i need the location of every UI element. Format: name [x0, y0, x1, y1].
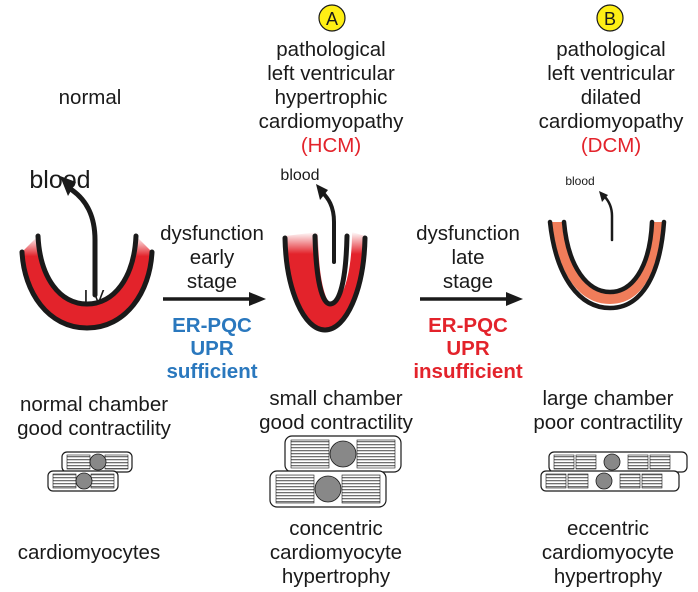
hcm-chamber-text: small chamber good contractility	[244, 387, 428, 435]
late-status-line: ER-PQC	[428, 314, 508, 337]
early-status-line: ER-PQC	[172, 314, 252, 337]
badge-a-label: A	[326, 9, 338, 29]
hcm-chamber-line: small chamber	[269, 387, 403, 410]
badge-b: B	[596, 4, 624, 32]
late-stage-line: late	[451, 246, 485, 269]
dcm-abbreviation: (DCM)	[580, 134, 642, 157]
nucleus-icon	[603, 453, 621, 471]
normal-cardiomyocyte-bottom	[47, 470, 119, 492]
nucleus-icon	[75, 472, 93, 490]
normal-chamber-line: normal chamber	[19, 393, 169, 416]
dcm-title-line: left ventricular	[547, 62, 675, 85]
dcm-cardiomyocyte-top	[548, 451, 688, 473]
hcm-chamber-line: good contractility	[259, 411, 413, 434]
normal-chamber-line: good contractility	[17, 417, 171, 440]
hcm-left-ventricle	[282, 184, 368, 333]
hcm-cardiomyocyte-bottom	[269, 470, 387, 508]
late-status: ER-PQC UPR insufficient	[400, 314, 536, 383]
late-stage-arrow	[420, 292, 523, 306]
hcm-title-line: left ventricular	[267, 62, 395, 85]
normal-cells-label: cardiomyocytes	[17, 541, 161, 564]
dcm-title-line: cardiomyopathy	[538, 110, 684, 133]
early-stage-line: early	[189, 246, 235, 269]
dcm-chamber-line: large chamber	[542, 387, 674, 410]
dcm-title-line: pathological	[556, 38, 666, 61]
late-stage-line: stage	[442, 270, 494, 293]
hcm-title: pathological left ventricular hypertroph…	[236, 38, 426, 158]
normal-cardiomyocyte-top	[61, 451, 133, 473]
dcm-cells-label: eccentric cardiomyocyte hypertrophy	[516, 517, 698, 589]
nucleus-icon	[595, 472, 613, 490]
dcm-blood-arrow	[602, 194, 614, 242]
early-status: ER-PQC UPR sufficient	[148, 314, 276, 383]
hcm-cells-line: concentric	[289, 517, 383, 540]
badge-a: A	[318, 4, 346, 32]
dcm-cells-line: eccentric	[566, 517, 650, 540]
normal-blood-arrow	[69, 187, 98, 298]
hcm-title-line: cardiomyopathy	[258, 110, 404, 133]
nucleus-icon	[314, 475, 342, 503]
late-status-line: insufficient	[413, 360, 523, 383]
dcm-cardiomyocyte-bottom	[540, 470, 680, 492]
early-stage-arrow	[163, 292, 266, 306]
lv-label: LV	[83, 287, 105, 307]
early-status-line: sufficient	[166, 360, 258, 383]
dcm-chamber-line: poor contractility	[533, 411, 683, 434]
hcm-abbreviation: (HCM)	[300, 134, 362, 157]
normal-title: normal	[58, 86, 122, 109]
late-status-line: UPR	[446, 337, 490, 360]
nucleus-icon	[329, 440, 357, 468]
late-stage-line: dysfunction	[416, 222, 520, 245]
dcm-chamber-text: large chamber poor contractility	[516, 387, 698, 435]
badge-b-label: B	[604, 9, 616, 29]
hcm-cardiomyocyte-top	[284, 435, 402, 473]
normal-left-ventricle	[19, 176, 155, 331]
dcm-cells-line: cardiomyocyte	[541, 541, 675, 564]
early-stage-text: dysfunction early stage	[148, 222, 276, 294]
early-stage-line: stage	[186, 270, 238, 293]
dcm-left-ventricle	[547, 191, 667, 311]
normal-blood-label: blood	[29, 166, 91, 194]
hcm-cells-line: hypertrophy	[281, 565, 391, 588]
hcm-blood-label: blood	[280, 167, 320, 184]
normal-chamber-text: normal chamber good contractility	[2, 393, 186, 441]
dcm-blood-label: blood	[565, 174, 595, 188]
hcm-title-line: pathological	[276, 38, 386, 61]
dcm-title: pathological left ventricular dilated ca…	[516, 38, 698, 158]
dcm-cells-line: hypertrophy	[553, 565, 663, 588]
hcm-blood-arrow	[320, 190, 336, 264]
dcm-title-line: dilated	[580, 86, 642, 109]
hcm-cells-label: concentric cardiomyocyte hypertrophy	[244, 517, 428, 589]
early-status-line: UPR	[190, 337, 234, 360]
hcm-cells-line: cardiomyocyte	[269, 541, 403, 564]
late-stage-text: dysfunction late stage	[404, 222, 532, 294]
early-stage-line: dysfunction	[160, 222, 264, 245]
nucleus-icon	[89, 453, 107, 471]
hcm-title-line: hypertrophic	[274, 86, 388, 109]
